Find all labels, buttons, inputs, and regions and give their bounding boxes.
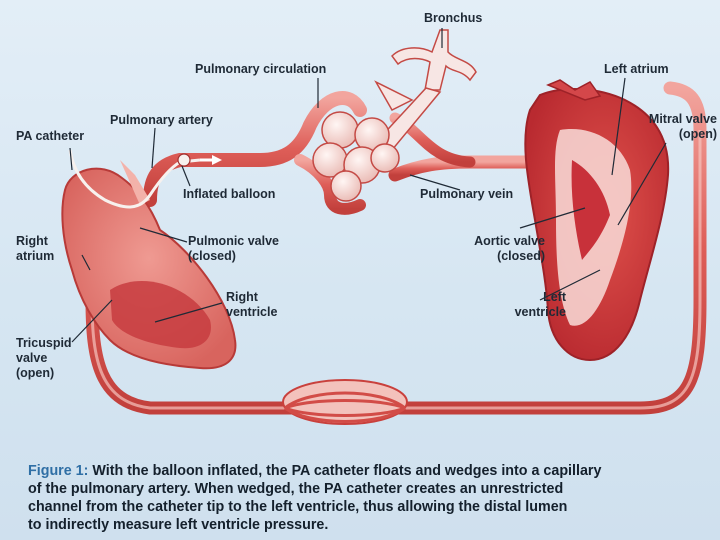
label-aortic-valve-line2: (closed) bbox=[450, 249, 545, 264]
label-right-ventricle-line1: Right bbox=[226, 290, 277, 305]
label-right-ventricle-line2: ventricle bbox=[226, 305, 277, 320]
bronchus-tree bbox=[376, 30, 476, 150]
inflated-balloon-shape bbox=[178, 154, 190, 166]
systemic-capillary-bed bbox=[283, 380, 407, 424]
label-mitral-valve-line2: (open) bbox=[620, 127, 717, 142]
figure-caption: Figure 1: With the balloon inflated, the… bbox=[28, 462, 718, 534]
label-tricuspid-valve: Tricuspid valve (open) bbox=[16, 336, 72, 381]
label-aortic-valve-line1: Aortic valve bbox=[450, 234, 545, 249]
label-mitral-valve: Mitral valve (open) bbox=[620, 112, 717, 142]
label-pulmonary-circulation: Pulmonary circulation bbox=[195, 62, 326, 77]
label-tricuspid-line3: (open) bbox=[16, 366, 72, 381]
label-left-ventricle-line2: ventricle bbox=[500, 305, 566, 320]
label-right-atrium-line2: atrium bbox=[16, 249, 54, 264]
caption-line1-text: With the balloon inflated, the PA cathet… bbox=[92, 463, 601, 479]
caption-line-1: Figure 1: With the balloon inflated, the… bbox=[28, 462, 718, 480]
caption-line-3: channel from the catheter tip to the lef… bbox=[28, 498, 718, 516]
label-mitral-valve-line1: Mitral valve bbox=[620, 112, 717, 127]
label-right-ventricle: Right ventricle bbox=[226, 290, 277, 320]
label-right-atrium-line1: Right bbox=[16, 234, 54, 249]
label-pa-catheter: PA catheter bbox=[16, 129, 84, 144]
label-pulmonic-valve: Pulmonic valve (closed) bbox=[188, 234, 279, 264]
label-pulmonary-artery: Pulmonary artery bbox=[110, 113, 213, 128]
label-bronchus: Bronchus bbox=[424, 11, 482, 26]
label-tricuspid-line2: valve bbox=[16, 351, 72, 366]
label-right-atrium: Right atrium bbox=[16, 234, 54, 264]
caption-line-4: to indirectly measure left ventricle pre… bbox=[28, 516, 718, 534]
label-pulmonary-vein: Pulmonary vein bbox=[420, 187, 513, 202]
label-pulmonic-valve-line2: (closed) bbox=[188, 249, 279, 264]
label-aortic-valve: Aortic valve (closed) bbox=[450, 234, 545, 264]
label-left-ventricle-line1: Left bbox=[500, 290, 566, 305]
label-pulmonic-valve-line1: Pulmonic valve bbox=[188, 234, 279, 249]
label-left-ventricle: Left ventricle bbox=[500, 290, 566, 320]
figure-label: Figure 1: bbox=[28, 463, 88, 479]
label-left-atrium: Left atrium bbox=[604, 62, 669, 77]
label-tricuspid-line1: Tricuspid bbox=[16, 336, 72, 351]
caption-line-2: of the pulmonary artery. When wedged, th… bbox=[28, 480, 718, 498]
label-inflated-balloon: Inflated balloon bbox=[183, 187, 275, 202]
